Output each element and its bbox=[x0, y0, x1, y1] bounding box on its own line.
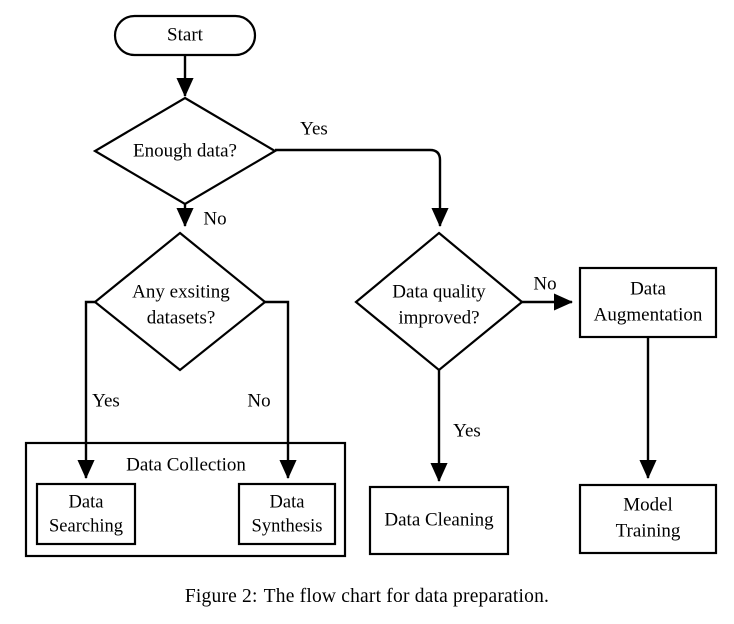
data-cleaning-label: Data Cleaning bbox=[384, 509, 494, 530]
edge-any-existing-no-to-data-synthesis bbox=[265, 300, 297, 479]
start-shape bbox=[113, 14, 257, 57]
data-augmentation-label-line2: Augmentation bbox=[594, 304, 703, 325]
model-training-label-line2: Training bbox=[616, 520, 681, 541]
node-data-augmentation[interactable]: Data Augmentation bbox=[578, 266, 718, 339]
data-quality-improved-shape bbox=[354, 231, 524, 372]
data-quality-improved-label-line1: Data quality bbox=[392, 281, 486, 302]
data-collection-group-title: Data Collection bbox=[126, 454, 246, 475]
edge-enough-data-yes-to-data-quality bbox=[275, 148, 449, 227]
enough-data-shape bbox=[92, 96, 278, 206]
edge-label-any-existing-yes: Yes bbox=[92, 390, 120, 411]
node-any-existing-datasets[interactable]: Any exsiting datasets? bbox=[93, 231, 267, 372]
model-training-shape bbox=[578, 483, 718, 555]
node-data-synthesis[interactable]: Data Synthesis bbox=[237, 482, 337, 546]
start-label: Start bbox=[167, 24, 204, 45]
model-training-label-line1: Model bbox=[623, 494, 673, 515]
data-augmentation-shape bbox=[578, 266, 718, 339]
data-synthesis-label-line2: Synthesis bbox=[252, 516, 323, 536]
node-data-quality-improved[interactable]: Data quality improved? bbox=[354, 231, 524, 372]
any-existing-datasets-label-line1: Any exsiting bbox=[132, 281, 230, 302]
node-start[interactable]: Start bbox=[113, 14, 257, 57]
edge-labels-layer: Yes No Yes No No Yes bbox=[92, 118, 556, 441]
data-cleaning-shape bbox=[368, 485, 510, 556]
edge-label-any-existing-no: No bbox=[247, 390, 270, 411]
edge-label-enough-data-yes: Yes bbox=[300, 118, 328, 139]
any-existing-datasets-label-line2: datasets? bbox=[147, 307, 216, 328]
data-searching-label-line2: Searching bbox=[49, 516, 123, 536]
data-collection-group-border bbox=[24, 441, 347, 558]
edges-layer bbox=[77, 54, 657, 482]
figure-caption: Figure 2:The flow chart for data prepara… bbox=[0, 586, 734, 608]
flowchart-canvas: Data Collection Start Enough data? Any e… bbox=[24, 14, 718, 558]
data-synthesis-shape bbox=[237, 482, 337, 546]
group-data-collection: Data Collection bbox=[24, 441, 347, 558]
data-augmentation-label-line1: Data bbox=[630, 278, 666, 299]
node-data-searching[interactable]: Data Searching bbox=[35, 482, 137, 546]
edge-label-data-quality-no: No bbox=[533, 273, 556, 294]
data-synthesis-label-line1: Data bbox=[270, 492, 305, 512]
data-quality-improved-label-line2: improved? bbox=[398, 307, 479, 328]
enough-data-label: Enough data? bbox=[133, 140, 237, 161]
figure-caption-prefix: Figure 2: bbox=[184, 586, 258, 607]
node-model-training[interactable]: Model Training bbox=[578, 483, 718, 555]
edge-any-existing-yes-to-data-searching bbox=[77, 300, 95, 479]
node-data-cleaning[interactable]: Data Cleaning bbox=[368, 485, 510, 556]
edge-label-data-quality-yes: Yes bbox=[453, 420, 481, 441]
data-searching-label-line1: Data bbox=[69, 492, 104, 512]
any-existing-datasets-shape bbox=[93, 231, 267, 372]
node-enough-data[interactable]: Enough data? bbox=[92, 96, 278, 206]
edge-label-enough-data-no: No bbox=[203, 208, 226, 229]
figure-caption-text: The flow chart for data preparation. bbox=[263, 586, 550, 607]
data-searching-shape bbox=[35, 482, 137, 546]
